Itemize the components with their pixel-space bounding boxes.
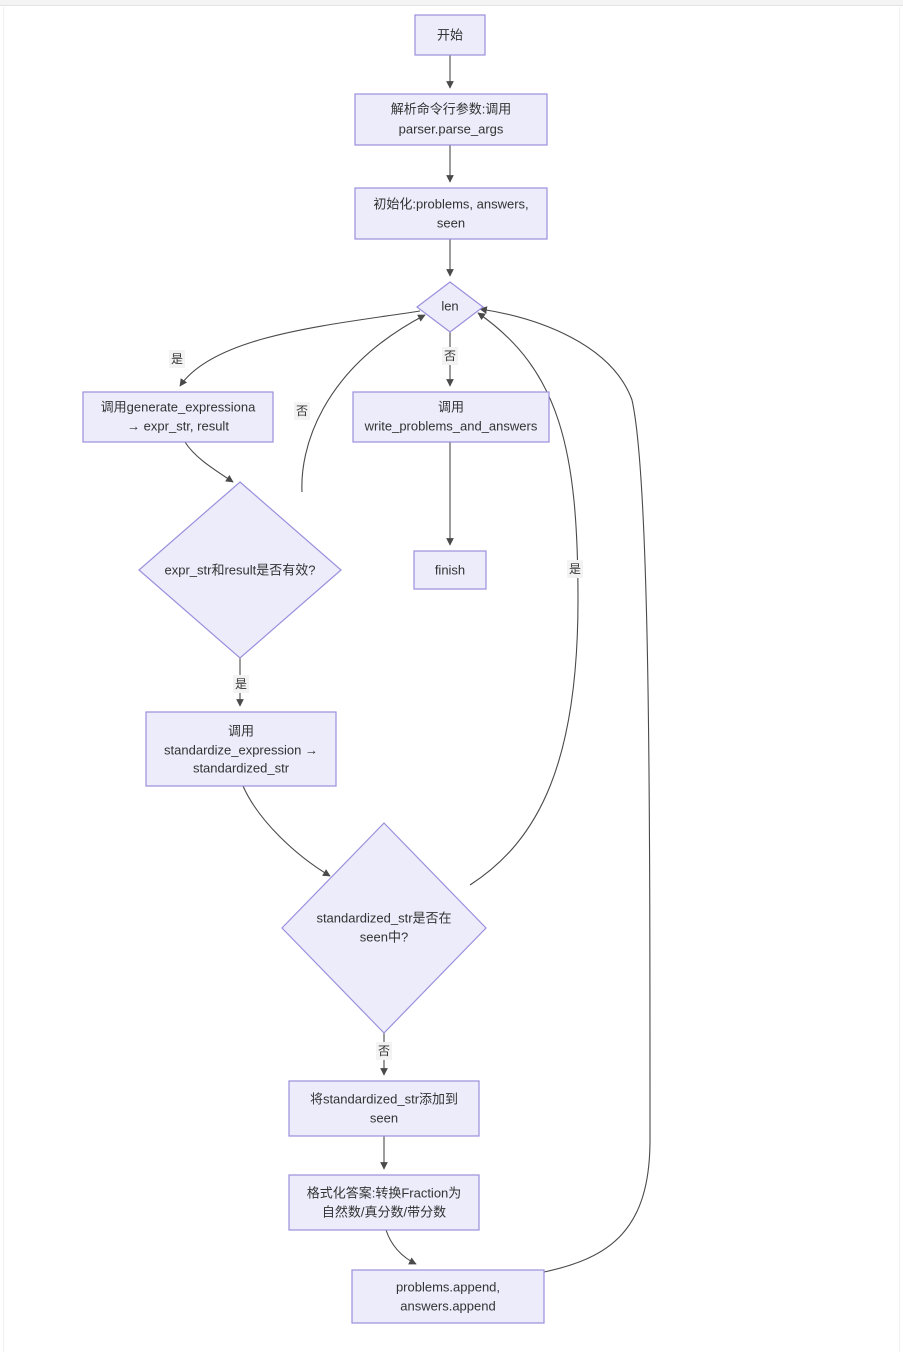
node-write-problems-label-1: write_problems_and_answers <box>364 418 538 433</box>
node-init-label-1: seen <box>437 215 465 230</box>
edge-generate-to-valid <box>184 441 234 483</box>
node-valid-decision[interactable]: expr_str和result是否有效? <box>138 481 342 659</box>
node-init[interactable]: 初始化:problems, answers, seen <box>354 187 548 240</box>
edge-label-valid-no-text: 否 <box>296 404 308 418</box>
node-generate-expression-label-0: 调用generate_expressiona <box>101 399 256 414</box>
node-valid-decision-label: expr_str和result是否有效? <box>165 562 316 577</box>
node-parse-args[interactable]: 解析命令行参数:调用 parser.parse_args <box>354 93 548 146</box>
node-add-to-seen-label-1: seen <box>370 1110 398 1125</box>
node-append-results[interactable]: problems.append, answers.append <box>351 1269 545 1324</box>
node-generate-expression-label-1: → expr_str, result <box>127 418 229 433</box>
node-add-to-seen[interactable]: 将standardized_str添加到 seen <box>288 1080 480 1137</box>
node-start-label-0: 开始 <box>437 27 463 42</box>
edge-labels-layer: 是 否 否 是 是 否 <box>169 347 583 1060</box>
node-generate-expression[interactable]: 调用generate_expressiona → expr_str, resul… <box>82 391 274 443</box>
edge-label-len-no-text: 否 <box>444 349 456 363</box>
edge-label-len-yes: 是 <box>169 350 185 368</box>
edge-append-to-len <box>479 306 651 1273</box>
node-append-results-label-0: problems.append, <box>396 1279 500 1294</box>
node-format-answer-label-1: 自然数/真分数/带分数 <box>322 1204 446 1219</box>
node-write-problems-label-0: 调用 <box>438 399 464 414</box>
edge-label-seen-no: 否 <box>376 1042 392 1060</box>
right-edge-rule <box>899 7 900 1352</box>
node-standardize[interactable]: 调用 standardize_expression → standardized… <box>145 711 337 787</box>
node-finish-label: finish <box>435 562 465 577</box>
node-append-results-label-1: answers.append <box>400 1298 495 1313</box>
node-seen-decision-label-0: standardized_str是否在 <box>316 910 451 925</box>
node-len-decision-label: len <box>441 298 458 313</box>
edge-seen-to-len-yes <box>469 312 579 886</box>
node-format-answer-label-0: 格式化答案:转换Fraction为 <box>307 1185 462 1200</box>
edge-label-len-no: 否 <box>442 347 458 365</box>
edge-label-valid-yes-text: 是 <box>235 677 247 691</box>
node-format-answer[interactable]: 格式化答案:转换Fraction为 自然数/真分数/带分数 <box>288 1174 480 1231</box>
edge-standardize-to-seen <box>242 785 331 877</box>
node-len-decision[interactable]: len <box>416 281 484 333</box>
edge-valid-to-len-no <box>301 314 426 493</box>
edge-label-seen-yes-text: 是 <box>569 562 581 576</box>
node-init-label-0: 初始化:problems, answers, <box>373 196 528 211</box>
node-seen-decision[interactable]: standardized_str是否在 seen中? <box>281 822 487 1034</box>
edge-len-to-generate <box>179 310 421 387</box>
node-finish[interactable]: finish <box>413 550 487 590</box>
node-standardize-label-0: 调用 <box>228 723 254 738</box>
edge-label-seen-no-text: 否 <box>378 1044 390 1058</box>
edge-label-valid-yes: 是 <box>233 675 249 693</box>
node-standardize-label-1: standardize_expression → <box>164 742 318 757</box>
node-start[interactable]: 开始 <box>414 14 486 56</box>
node-standardize-label-2: standardized_str <box>193 760 290 775</box>
node-add-to-seen-label-0: 将standardized_str添加到 <box>310 1091 458 1106</box>
left-edge-rule <box>3 7 4 1352</box>
edges-layer <box>179 55 651 1273</box>
nodes-layer: 开始 解析命令行参数:调用 parser.parse_args 初始化:prob… <box>82 14 550 1324</box>
edge-label-seen-yes: 是 <box>567 560 583 578</box>
node-write-problems[interactable]: 调用 write_problems_and_answers <box>352 391 550 443</box>
node-parse-args-label-1: parser.parse_args <box>399 121 504 136</box>
node-seen-decision-label-1: seen中? <box>360 929 408 944</box>
node-parse-args-label-0: 解析命令行参数:调用 <box>391 101 512 116</box>
edge-label-len-yes-text: 是 <box>171 352 183 366</box>
edge-format-to-append <box>385 1229 417 1265</box>
window-top-strip <box>0 0 903 6</box>
edge-label-valid-no: 否 <box>294 402 310 420</box>
